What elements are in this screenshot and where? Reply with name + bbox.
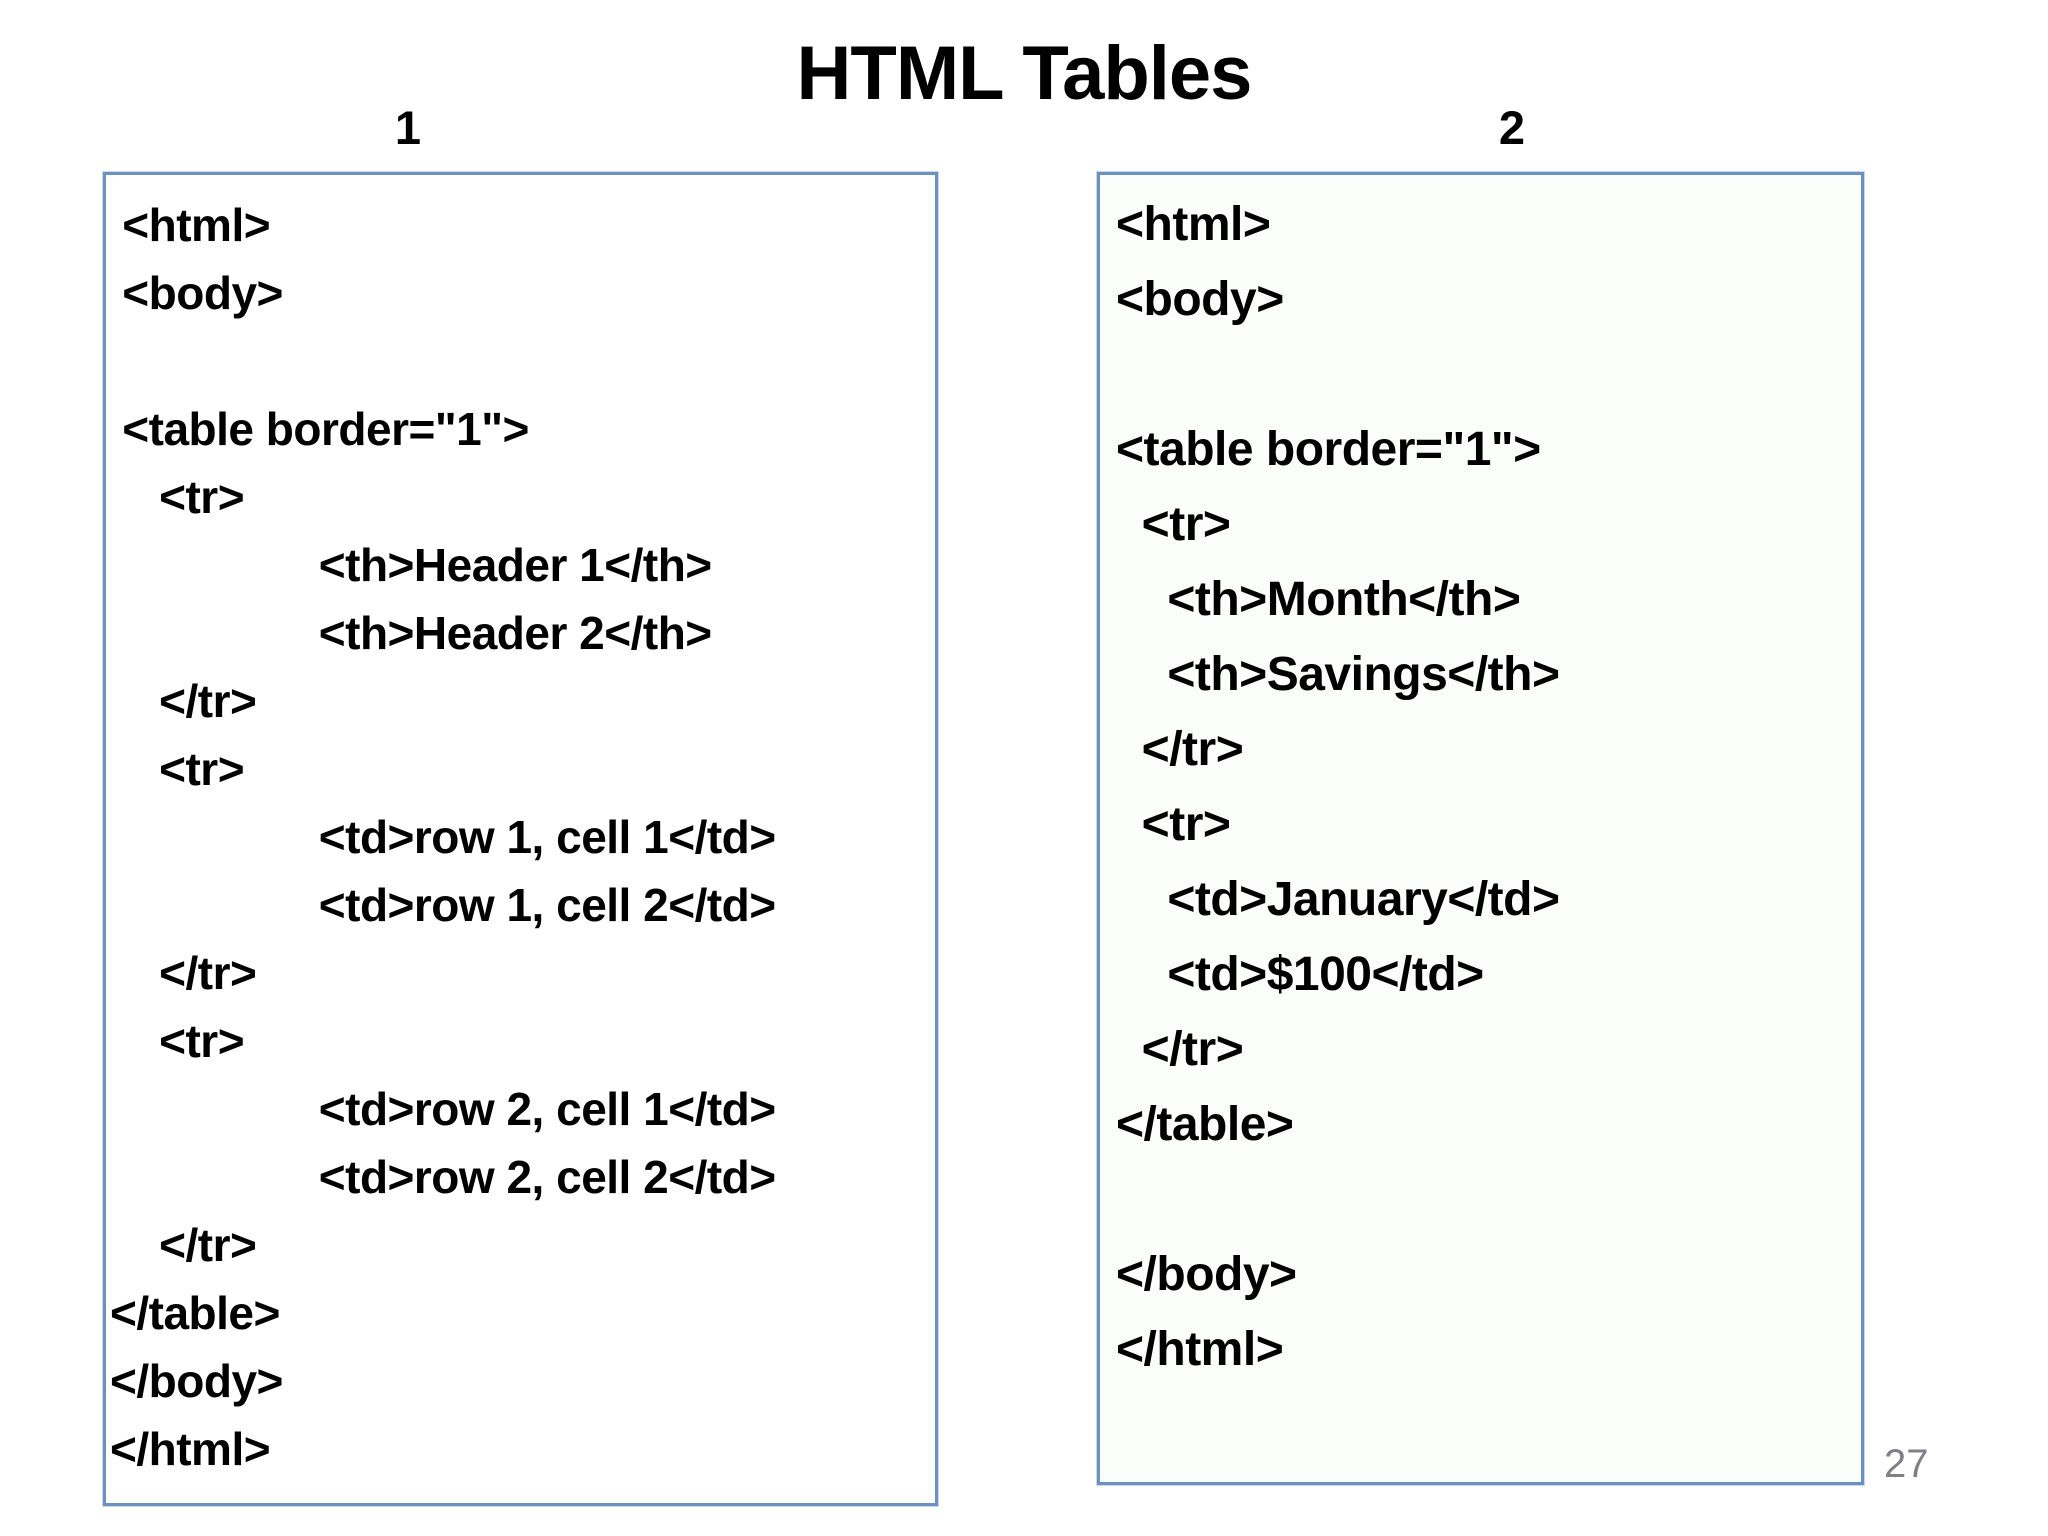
- code-line: <td>row 1, cell 1</td>: [110, 811, 776, 863]
- code-line: [1116, 1162, 1861, 1237]
- code-panel-2: <html> <body> <table border="1"> <tr> <th…: [1097, 172, 1864, 1485]
- code-line: <th>Header 2</th>: [110, 607, 712, 659]
- page-number: 27: [1884, 1442, 1929, 1486]
- code-panel-2-lines: <html> <body> <table border="1"> <tr> <th…: [1116, 187, 1861, 1387]
- code-line: </body>: [1116, 1248, 1297, 1301]
- code-line: <body>: [110, 267, 283, 319]
- code-line: <th>Header 1</th>: [110, 539, 712, 591]
- code-line: </table>: [110, 1287, 280, 1339]
- code-line: <table border="1">: [110, 403, 529, 455]
- code-line: </tr>: [110, 947, 257, 999]
- code-line: </html>: [110, 1423, 271, 1475]
- code-line: <td>January</td>: [1116, 873, 1560, 926]
- code-line: <body>: [1116, 273, 1284, 326]
- code-line: [1116, 337, 1861, 412]
- code-line: </table>: [1116, 1098, 1294, 1151]
- code-line: </tr>: [110, 1219, 257, 1271]
- code-line: <th>Month</th>: [1116, 573, 1521, 626]
- panel-2-label: 2: [1498, 101, 1526, 154]
- code-line: </tr>: [1116, 1023, 1244, 1076]
- code-line: <th>Savings</th>: [1116, 648, 1560, 701]
- code-line: <td>row 1, cell 2</td>: [110, 879, 776, 931]
- code-line: </body>: [110, 1355, 283, 1407]
- code-line: </html>: [1116, 1323, 1284, 1376]
- code-line: <td>row 2, cell 2</td>: [110, 1151, 776, 1203]
- code-line: <tr>: [110, 743, 245, 795]
- code-line: <tr>: [110, 1015, 245, 1067]
- slide-title: HTML Tables: [796, 31, 1253, 116]
- code-line: <tr>: [1116, 798, 1231, 851]
- code-line: <html>: [110, 199, 271, 251]
- code-line: [110, 327, 935, 395]
- code-line: <table border="1">: [1116, 423, 1541, 476]
- panel-1-label: 1: [394, 101, 422, 154]
- code-panel-1: <html> <body> <table border="1"> <tr> <t…: [103, 172, 938, 1506]
- code-line: <html>: [1116, 198, 1271, 251]
- code-panel-1-lines: <html> <body> <table border="1"> <tr> <t…: [110, 191, 935, 1483]
- code-line: </tr>: [110, 675, 257, 727]
- code-line: <td>row 2, cell 1</td>: [110, 1083, 776, 1135]
- code-line: <td>$100</td>: [1116, 948, 1484, 1001]
- code-line: <tr>: [110, 471, 245, 523]
- code-line: <tr>: [1116, 498, 1231, 551]
- code-line: </tr>: [1116, 723, 1244, 776]
